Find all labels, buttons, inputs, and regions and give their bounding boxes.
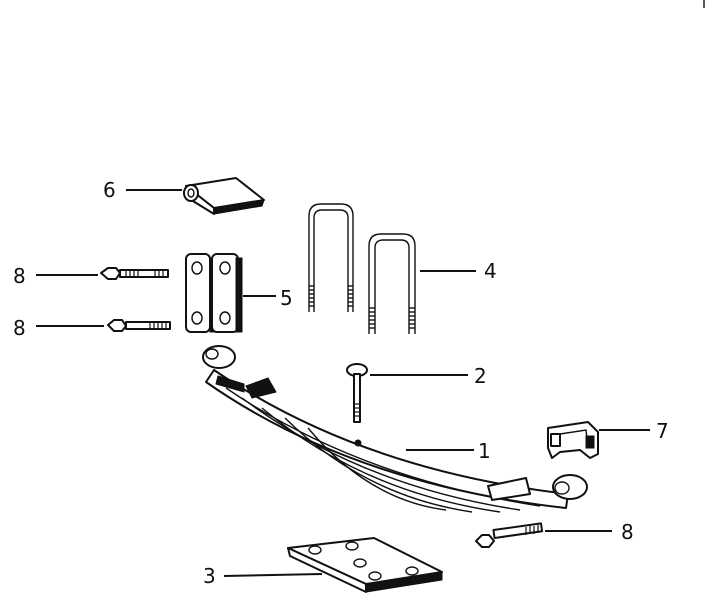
shackle-bolt-lower	[475, 522, 544, 548]
callout-1: 1	[478, 439, 491, 463]
leader-lines	[36, 189, 650, 577]
shackle-bolt-upper	[100, 267, 169, 280]
callout-5: 5	[280, 286, 293, 310]
callout-3: 3	[203, 564, 216, 588]
spring-hanger	[183, 177, 265, 215]
callout-8-upper: 8	[13, 264, 26, 288]
shackle-plates	[185, 253, 243, 333]
center-bolt	[346, 363, 368, 423]
callout-4: 4	[484, 259, 497, 283]
callout-7: 7	[656, 419, 669, 443]
leaf-spring	[202, 345, 588, 513]
spring-seat-plate	[287, 537, 443, 593]
shackle-bolt-middle	[107, 319, 171, 332]
u-bolt-rear	[308, 203, 354, 312]
callout-8-lower: 8	[621, 520, 634, 544]
callout-2: 2	[474, 364, 487, 388]
u-bolt-front	[368, 233, 416, 334]
callout-6: 6	[103, 178, 116, 202]
callout-8-middle: 8	[13, 316, 26, 340]
rebound-clip	[547, 421, 599, 459]
